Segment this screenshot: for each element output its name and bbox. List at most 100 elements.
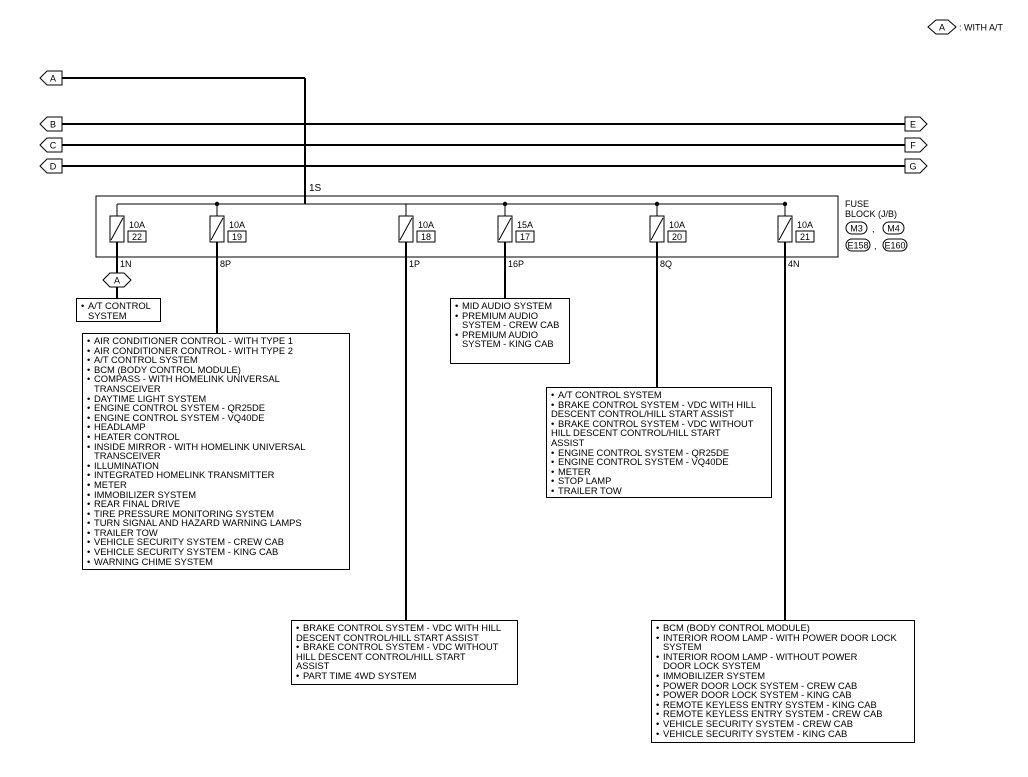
system-item-continued: TRANSCEIVER <box>94 382 161 394</box>
system-item: BCM (BODY CONTROL MODULE) <box>87 365 345 375</box>
system-item: BRAKE CONTROL SYSTEM - VDC WITHOUT <box>551 419 767 429</box>
fuse-terminal-label: 4N <box>788 259 800 269</box>
svg-text:,: , <box>872 224 875 234</box>
bus-connector-left-d: D <box>39 158 63 174</box>
system-item: WARNING CHIME SYSTEM <box>87 557 345 567</box>
connector-badge-m3 <box>845 221 868 235</box>
bus-connector-right-f: F <box>904 137 928 153</box>
fuse21-destinations-box: BCM (BODY CONTROL MODULE)INTERIOR ROOM L… <box>651 620 915 743</box>
system-item: REAR FINAL DRIVE <box>87 499 345 509</box>
svg-text:B: B <box>50 120 56 130</box>
system-item: REMOTE KEYLESS ENTRY SYSTEM - CREW CAB <box>656 709 910 719</box>
bus-connector-left-a: A <box>39 70 63 86</box>
bus-wires: A B C D E F G 1S <box>39 70 928 204</box>
system-item: ILLUMINATION <box>87 461 345 471</box>
condition-marker-icon <box>102 272 132 288</box>
system-item: BRAKE CONTROL SYSTEM - VDC WITH HILL <box>296 623 513 633</box>
fuse-terminal-label: 1P <box>409 259 420 269</box>
system-item: AIR CONDITIONER CONTROL - WITH TYPE 1 <box>87 336 345 346</box>
fuse-number-label: 19 <box>232 232 242 242</box>
fuse-terminal-label: 1N <box>120 259 132 269</box>
system-item: TRAILER TOW <box>551 486 767 496</box>
system-item: VEHICLE SECURITY SYSTEM - KING CAB <box>656 728 910 739</box>
svg-text:D: D <box>50 162 57 172</box>
svg-text:M3: M3 <box>850 224 863 234</box>
fuse-terminal-label: 8P <box>220 259 231 269</box>
system-item: INTEGRATED HOMELINK TRANSMITTER <box>87 470 345 480</box>
fuse-amp-label: 10A <box>797 220 813 230</box>
system-item: REMOTE KEYLESS ENTRY SYSTEM - KING CAB <box>656 700 910 710</box>
system-item: TIRE PRESSURE MONITORING SYSTEM <box>87 509 345 519</box>
fuse-number-label: 20 <box>672 232 682 242</box>
system-item-continued: SYSTEM - KING CAB <box>462 338 554 350</box>
fuse-number-label: 17 <box>520 232 530 242</box>
svg-text:E158: E158 <box>847 241 868 251</box>
bus-connector-right-e: E <box>904 116 928 132</box>
fuse-amp-label: 10A <box>129 220 145 230</box>
connector-badge-e158 <box>845 238 871 252</box>
system-item: AIR CONDITIONER CONTROL - WITH TYPE 2 <box>87 345 345 356</box>
fuse-number-box <box>416 230 436 243</box>
system-item-continued: SYSTEM <box>663 641 702 653</box>
system-item: HEATER CONTROL <box>87 432 345 442</box>
bus-connector-left-c: C <box>39 137 63 153</box>
legend-marker-icon <box>927 19 957 35</box>
junction-dot <box>654 201 660 207</box>
fuse-amp-label: 10A <box>418 220 434 230</box>
svg-text:G: G <box>909 162 916 172</box>
system-item: ENGINE CONTROL SYSTEM - VQ40DE <box>551 457 767 467</box>
system-item: PREMIUM AUDIO <box>455 310 565 321</box>
svg-text:A: A <box>114 276 120 286</box>
svg-text:M4: M4 <box>887 224 900 234</box>
system-item: PREMIUM AUDIO <box>455 330 565 340</box>
svg-text:E: E <box>910 120 916 130</box>
svg-text:A: A <box>50 74 56 84</box>
system-item-continued: ASSIST <box>551 436 585 448</box>
connector-badge-e160 <box>882 238 908 252</box>
system-item: COMPASS - WITH HOMELINK UNIVERSAL <box>87 374 345 384</box>
fuse-terminal-label: 16P <box>508 259 524 269</box>
system-item-continued: ASSIST <box>296 660 330 672</box>
system-item: A/T CONTROL SYSTEM <box>551 390 767 400</box>
svg-text:C: C <box>50 141 57 151</box>
legend: A : WITH A/T <box>927 19 1004 35</box>
system-item-continued: DOOR LOCK SYSTEM <box>663 660 761 672</box>
legend-text: : WITH A/T <box>959 23 1004 33</box>
fuse-number-label: 21 <box>800 232 810 242</box>
system-item: METER <box>87 480 345 490</box>
system-item: VEHICLE SECURITY SYSTEM - KING CAB <box>87 547 345 557</box>
system-item: INTERIOR ROOM LAMP - WITHOUT POWER <box>656 652 910 662</box>
fuse19-destinations-box: AIR CONDITIONER CONTROL - WITH TYPE 1AIR… <box>82 333 350 570</box>
system-item-continued: TRANSCEIVER <box>94 450 161 462</box>
system-item: STOP LAMP <box>551 476 767 486</box>
svg-text:F: F <box>910 141 916 151</box>
system-item: PART TIME 4WD SYSTEM <box>296 671 513 681</box>
system-item: BRAKE CONTROL SYSTEM - VDC WITH HILL <box>551 399 767 410</box>
system-item: IMMOBILIZER SYSTEM <box>87 489 345 500</box>
fuse-21: 10A 21 4N <box>777 201 815 620</box>
fuse-block-title-2: BLOCK (J/B) <box>845 209 897 219</box>
junction-dot <box>214 201 220 207</box>
system-item: IMMOBILIZER SYSTEM <box>656 671 910 681</box>
system-item: METER <box>551 467 767 477</box>
system-item: VEHICLE SECURITY SYSTEM - CREW CAB <box>87 537 345 547</box>
fuse-number-box <box>667 230 687 243</box>
system-item-continued: HILL DESCENT CONTROL/HILL START <box>551 427 721 439</box>
system-item: ENGINE CONTROL SYSTEM - VQ40DE <box>87 413 345 423</box>
system-item: INTERIOR ROOM LAMP - WITH POWER DOOR LOC… <box>656 632 910 643</box>
fuse-number-box <box>227 230 247 243</box>
junction-dot <box>782 201 788 207</box>
svg-text:E160: E160 <box>884 241 905 251</box>
fuse-number-box <box>795 230 815 243</box>
system-item: HEADLAMP <box>87 422 345 432</box>
system-item: TRAILER TOW <box>87 528 345 538</box>
bus-connector-left-b: B <box>39 116 63 132</box>
system-item: POWER DOOR LOCK SYSTEM - CREW CAB <box>656 680 910 691</box>
